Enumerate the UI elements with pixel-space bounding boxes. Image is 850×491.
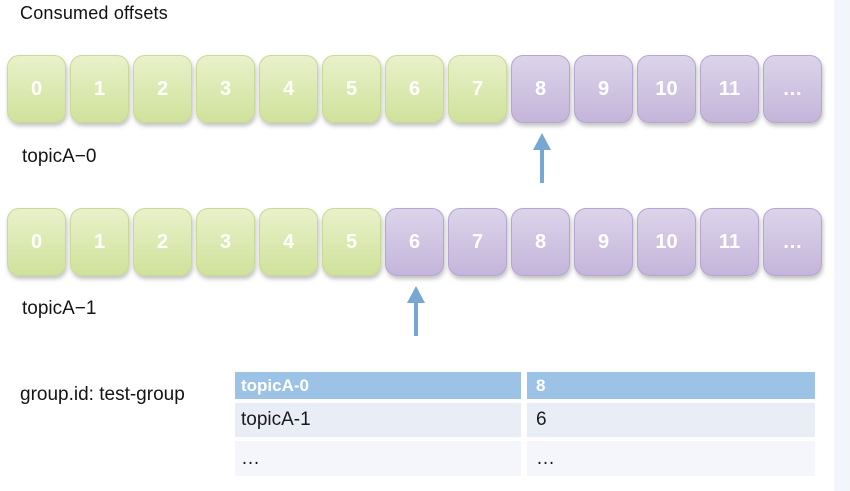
current-offset-arrow-topicA-1: [407, 286, 425, 336]
offsets-table: topicA-0 8 topicA-1 6 … …: [235, 372, 815, 476]
offset-box: 9: [574, 55, 633, 123]
group-id-label: group.id: test-group: [20, 384, 185, 405]
offset-box: 0: [7, 208, 66, 276]
offset-box: 6: [385, 208, 444, 276]
offset-box: 11: [700, 208, 759, 276]
offsets-table-cell-partition: topicA-1: [235, 403, 521, 437]
offset-box: 9: [574, 208, 633, 276]
offset-box: 3: [196, 55, 255, 123]
partition-row-topicA-0: 0 1 2 3 4 5 6 7 8 9 10 11 …: [7, 55, 822, 123]
offset-box: 4: [259, 55, 318, 123]
page-edge-strip: [834, 0, 850, 491]
offset-box: 3: [196, 208, 255, 276]
offset-box: 1: [70, 208, 129, 276]
offset-box: 10: [637, 208, 696, 276]
offset-box: 8: [511, 55, 570, 123]
offset-box: 11: [700, 55, 759, 123]
partition-label-topicA-0: topicA−0: [22, 146, 97, 167]
offset-box: 7: [448, 208, 507, 276]
offsets-table-cell-offset: 6: [527, 403, 815, 437]
offset-box: 7: [448, 55, 507, 123]
offset-box: 1: [70, 55, 129, 123]
offset-box-ellipsis: …: [763, 55, 822, 123]
offset-box: 4: [259, 208, 318, 276]
diagram-title: Consumed offsets: [20, 3, 168, 23]
offset-box: 5: [322, 55, 381, 123]
current-offset-arrow-topicA-0: [533, 133, 551, 183]
offsets-table-cell-partition: …: [235, 441, 521, 476]
offsets-table-header-partition: topicA-0: [235, 372, 521, 399]
offset-box: 6: [385, 55, 444, 123]
offsets-table-header-offset: 8: [527, 372, 815, 399]
offset-box: 2: [133, 208, 192, 276]
offset-box: 8: [511, 208, 570, 276]
offset-box: 10: [637, 55, 696, 123]
partition-row-topicA-1: 0 1 2 3 4 5 6 7 8 9 10 11 …: [7, 208, 822, 276]
offset-box: 5: [322, 208, 381, 276]
offset-box: 0: [7, 55, 66, 123]
partition-label-topicA-1: topicA−1: [22, 298, 97, 319]
offset-box-ellipsis: …: [763, 208, 822, 276]
offset-box: 2: [133, 55, 192, 123]
offsets-table-cell-offset: …: [527, 441, 815, 476]
